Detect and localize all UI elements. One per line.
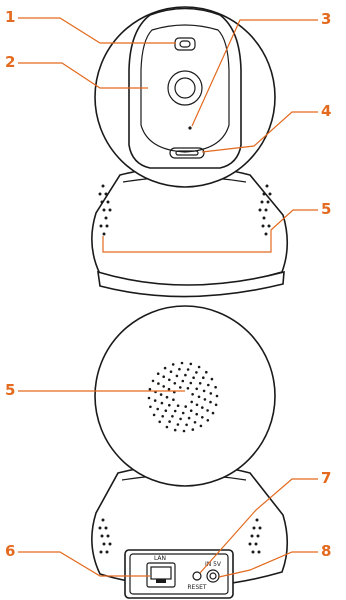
speaker-hole [211,378,214,381]
speaker-hole [157,382,160,385]
speaker-hole [182,380,185,383]
speaker-hole [199,382,202,385]
speaker-hole [206,409,209,412]
callout-6: 6 [5,542,15,560]
speaker-hole [174,410,177,413]
speaker-hole [171,415,174,418]
speaker-hole [210,392,213,395]
speaker-hole [179,418,182,421]
speaker-hole [154,399,157,402]
callout-3: 3 [321,10,331,28]
front-view [92,7,287,297]
speaker-hole [161,402,164,405]
speaker-hole [165,409,168,412]
speaker-hole [201,416,204,419]
speaker-hole [195,413,198,416]
callout-5-front: 5 [321,200,331,218]
speaker-hole [176,375,179,378]
speaker-hole [190,401,193,404]
lan-label: LAN [154,555,166,562]
speaker-hole [184,405,187,408]
speaker-hole [149,406,152,409]
speaker-hole [215,404,218,407]
speaker-hole [212,412,215,415]
speaker-hole [207,419,210,422]
speaker-hole [190,409,193,412]
callout-2: 2 [5,53,15,71]
speaker-hole [174,429,177,432]
speaker-hole [168,420,171,423]
speaker-hole [168,404,171,407]
speaker-hole [190,382,193,385]
speaker-hole [174,382,177,385]
speaker-hole [162,385,165,388]
speaker-hole [161,415,164,418]
speaker-hole [205,371,208,374]
speaker-hole [192,428,195,431]
callout-7: 7 [321,469,331,487]
speaker-hole [194,421,197,424]
speaker-hole [198,396,201,399]
speaker-hole [209,401,212,404]
front-head [95,7,275,187]
speaker-hole [153,414,156,417]
speaker-hole [179,386,182,389]
speaker-hole [204,398,207,401]
speaker-hole [164,367,167,370]
speaker-hole [149,388,152,391]
speaker-hole [191,393,194,396]
speaker-hole [156,408,159,411]
speaker-hole [187,368,190,371]
speaker-hole [170,370,173,373]
speaker-hole [160,393,163,396]
speaker-hole [178,368,181,371]
reset-label: RESET [187,584,207,591]
speaker-hole [187,387,190,390]
speaker-hole [177,404,180,407]
speaker-hole [195,388,198,391]
speaker-hole [214,386,217,389]
speaker-hole [203,390,206,393]
speaker-hole [158,421,161,424]
speaker-hole [148,397,151,400]
speaker-hole [181,362,184,365]
speaker-hole [152,380,155,383]
speaker-hole [201,406,204,409]
back-view: LAN RESET IN 5V [92,306,287,598]
speaker-hole [168,388,171,391]
speaker-hole [183,430,186,433]
speaker-hole [182,412,185,415]
speaker-hole [166,426,169,429]
speaker-hole [172,398,175,401]
speaker-hole [157,372,160,375]
speaker-hole [168,379,171,382]
speaker-hole [166,396,169,399]
back-head [95,306,275,486]
speaker-hole [195,371,198,374]
speaker-hole [198,366,201,369]
microphone-hole [188,126,191,129]
speaker-hole [190,363,193,366]
speaker-hole [188,417,191,420]
speaker-hole [216,395,219,398]
speaker-hole [202,376,205,379]
callout-4: 4 [321,102,331,120]
speaker-hole [207,384,210,387]
callout-5-back: 5 [5,381,15,399]
speaker-hole [200,425,203,428]
speaker-hole [192,376,195,379]
speaker-hole [185,424,188,427]
speaker-hole [162,375,165,378]
speaker-hole [172,363,175,366]
speaker-hole [196,404,199,407]
callout-8: 8 [321,542,331,560]
port-panel: LAN RESET IN 5V [125,550,233,598]
speaker-hole [184,374,187,377]
callout-1: 1 [5,8,15,26]
speaker-hole [177,423,180,426]
